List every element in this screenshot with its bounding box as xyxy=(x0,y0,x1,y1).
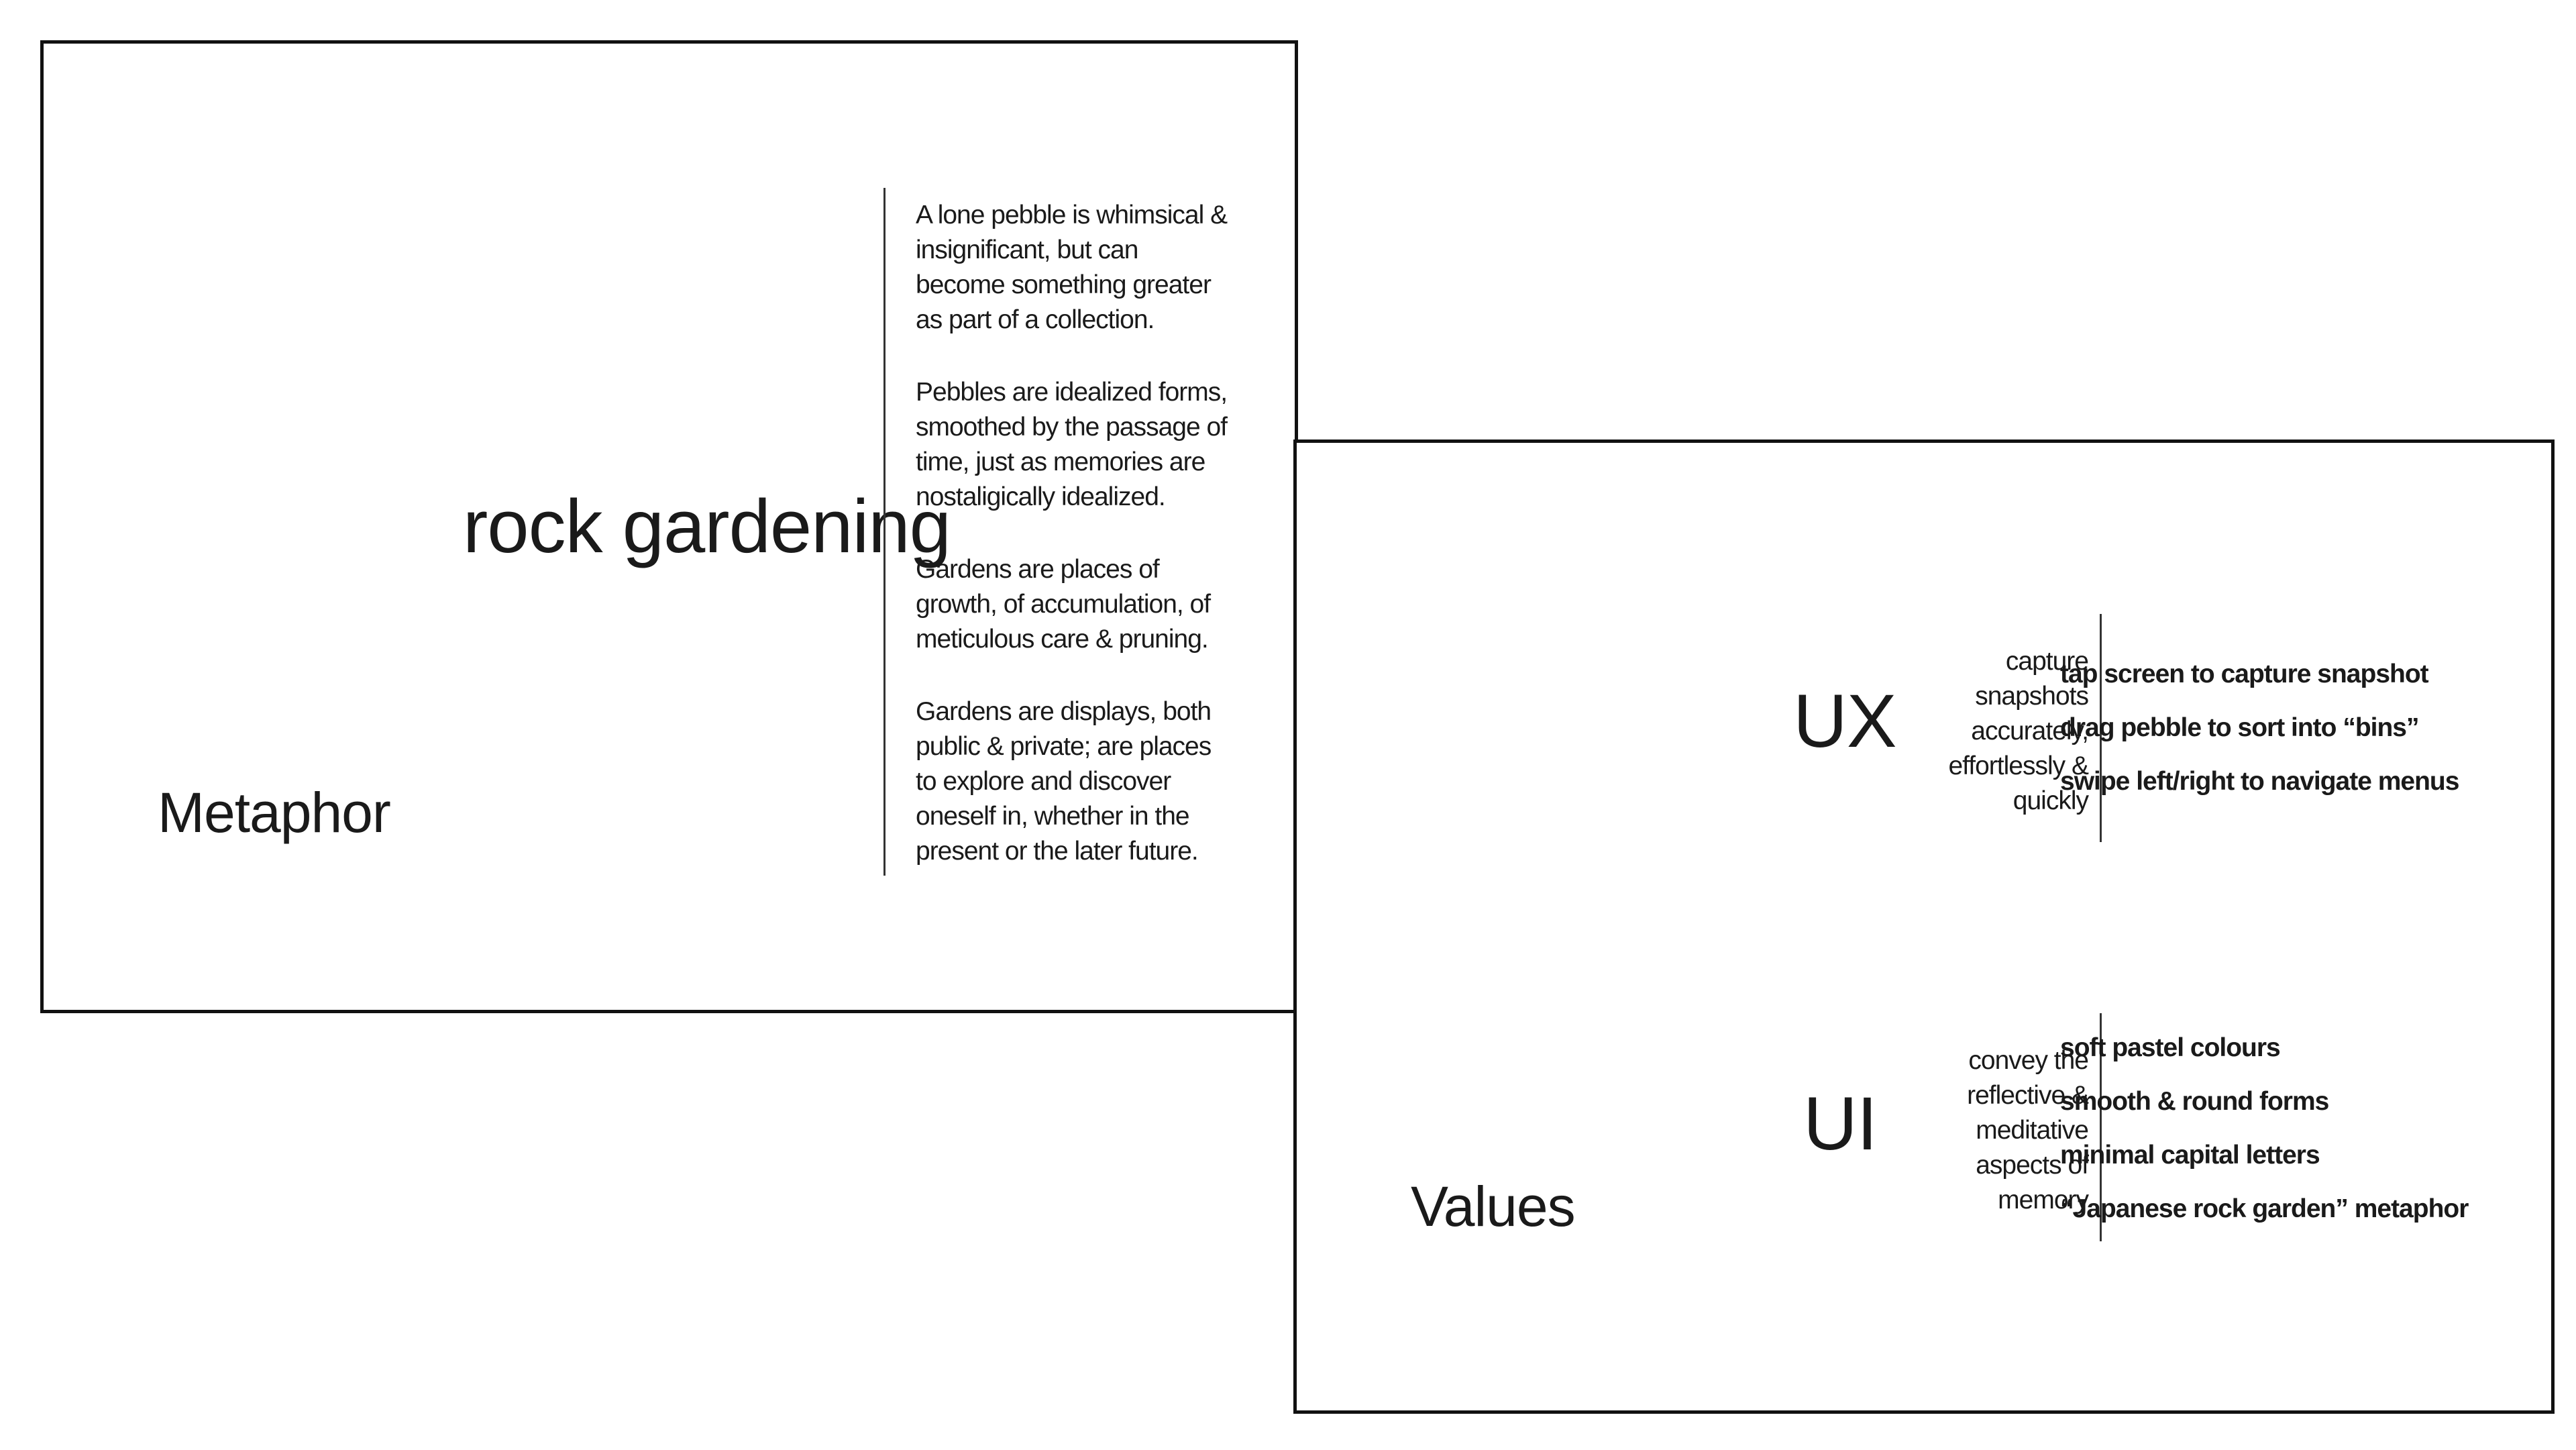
ui-divider xyxy=(2100,1013,2102,1241)
ui-items: soft pastel colours smooth & round forms… xyxy=(2060,1021,2469,1236)
values-card: Values UX capture snapshots accurately, … xyxy=(1293,439,2555,1414)
metaphor-paragraphs: A lone pebble is whimsical & insignifica… xyxy=(916,198,1231,869)
metaphor-title: rock gardening xyxy=(463,484,951,568)
ui-item: minimal capital letters xyxy=(2060,1141,2320,1170)
ux-items: tap screen to capture snapshot drag pebb… xyxy=(2060,648,2459,809)
ux-item: swipe left/right to navigate menus xyxy=(2060,767,2459,796)
metaphor-label: Metaphor xyxy=(158,781,391,844)
metaphor-paragraph: Gardens are displays, both public & priv… xyxy=(916,697,1212,866)
values-label: Values xyxy=(1411,1175,1576,1238)
ux-divider xyxy=(2100,614,2102,842)
ui-item: smooth & round forms xyxy=(2060,1087,2329,1116)
ux-heading: UX xyxy=(1793,679,1897,763)
ui-description: convey the reflective & meditative aspec… xyxy=(1967,1046,2089,1214)
ui-item: soft pastel colours xyxy=(2060,1033,2281,1062)
ux-item: drag pebble to sort into “bins” xyxy=(2060,713,2420,742)
metaphor-paragraph: Pebbles are idealized forms, smoothed by… xyxy=(916,378,1228,511)
metaphor-paragraph: Gardens are places of growth, of accumul… xyxy=(916,555,1211,654)
ux-description: capture snapshots accurately, effortless… xyxy=(1948,647,2089,815)
metaphor-paragraph: A lone pebble is whimsical & insignifica… xyxy=(916,201,1228,334)
metaphor-divider xyxy=(883,188,885,876)
ui-heading: UI xyxy=(1803,1082,1878,1166)
ui-item: “Japanese rock garden” metaphor xyxy=(2060,1194,2469,1223)
ux-item: tap screen to capture snapshot xyxy=(2060,660,2429,688)
metaphor-card: Metaphor rock gardening A lone pebble is… xyxy=(40,40,1298,1013)
